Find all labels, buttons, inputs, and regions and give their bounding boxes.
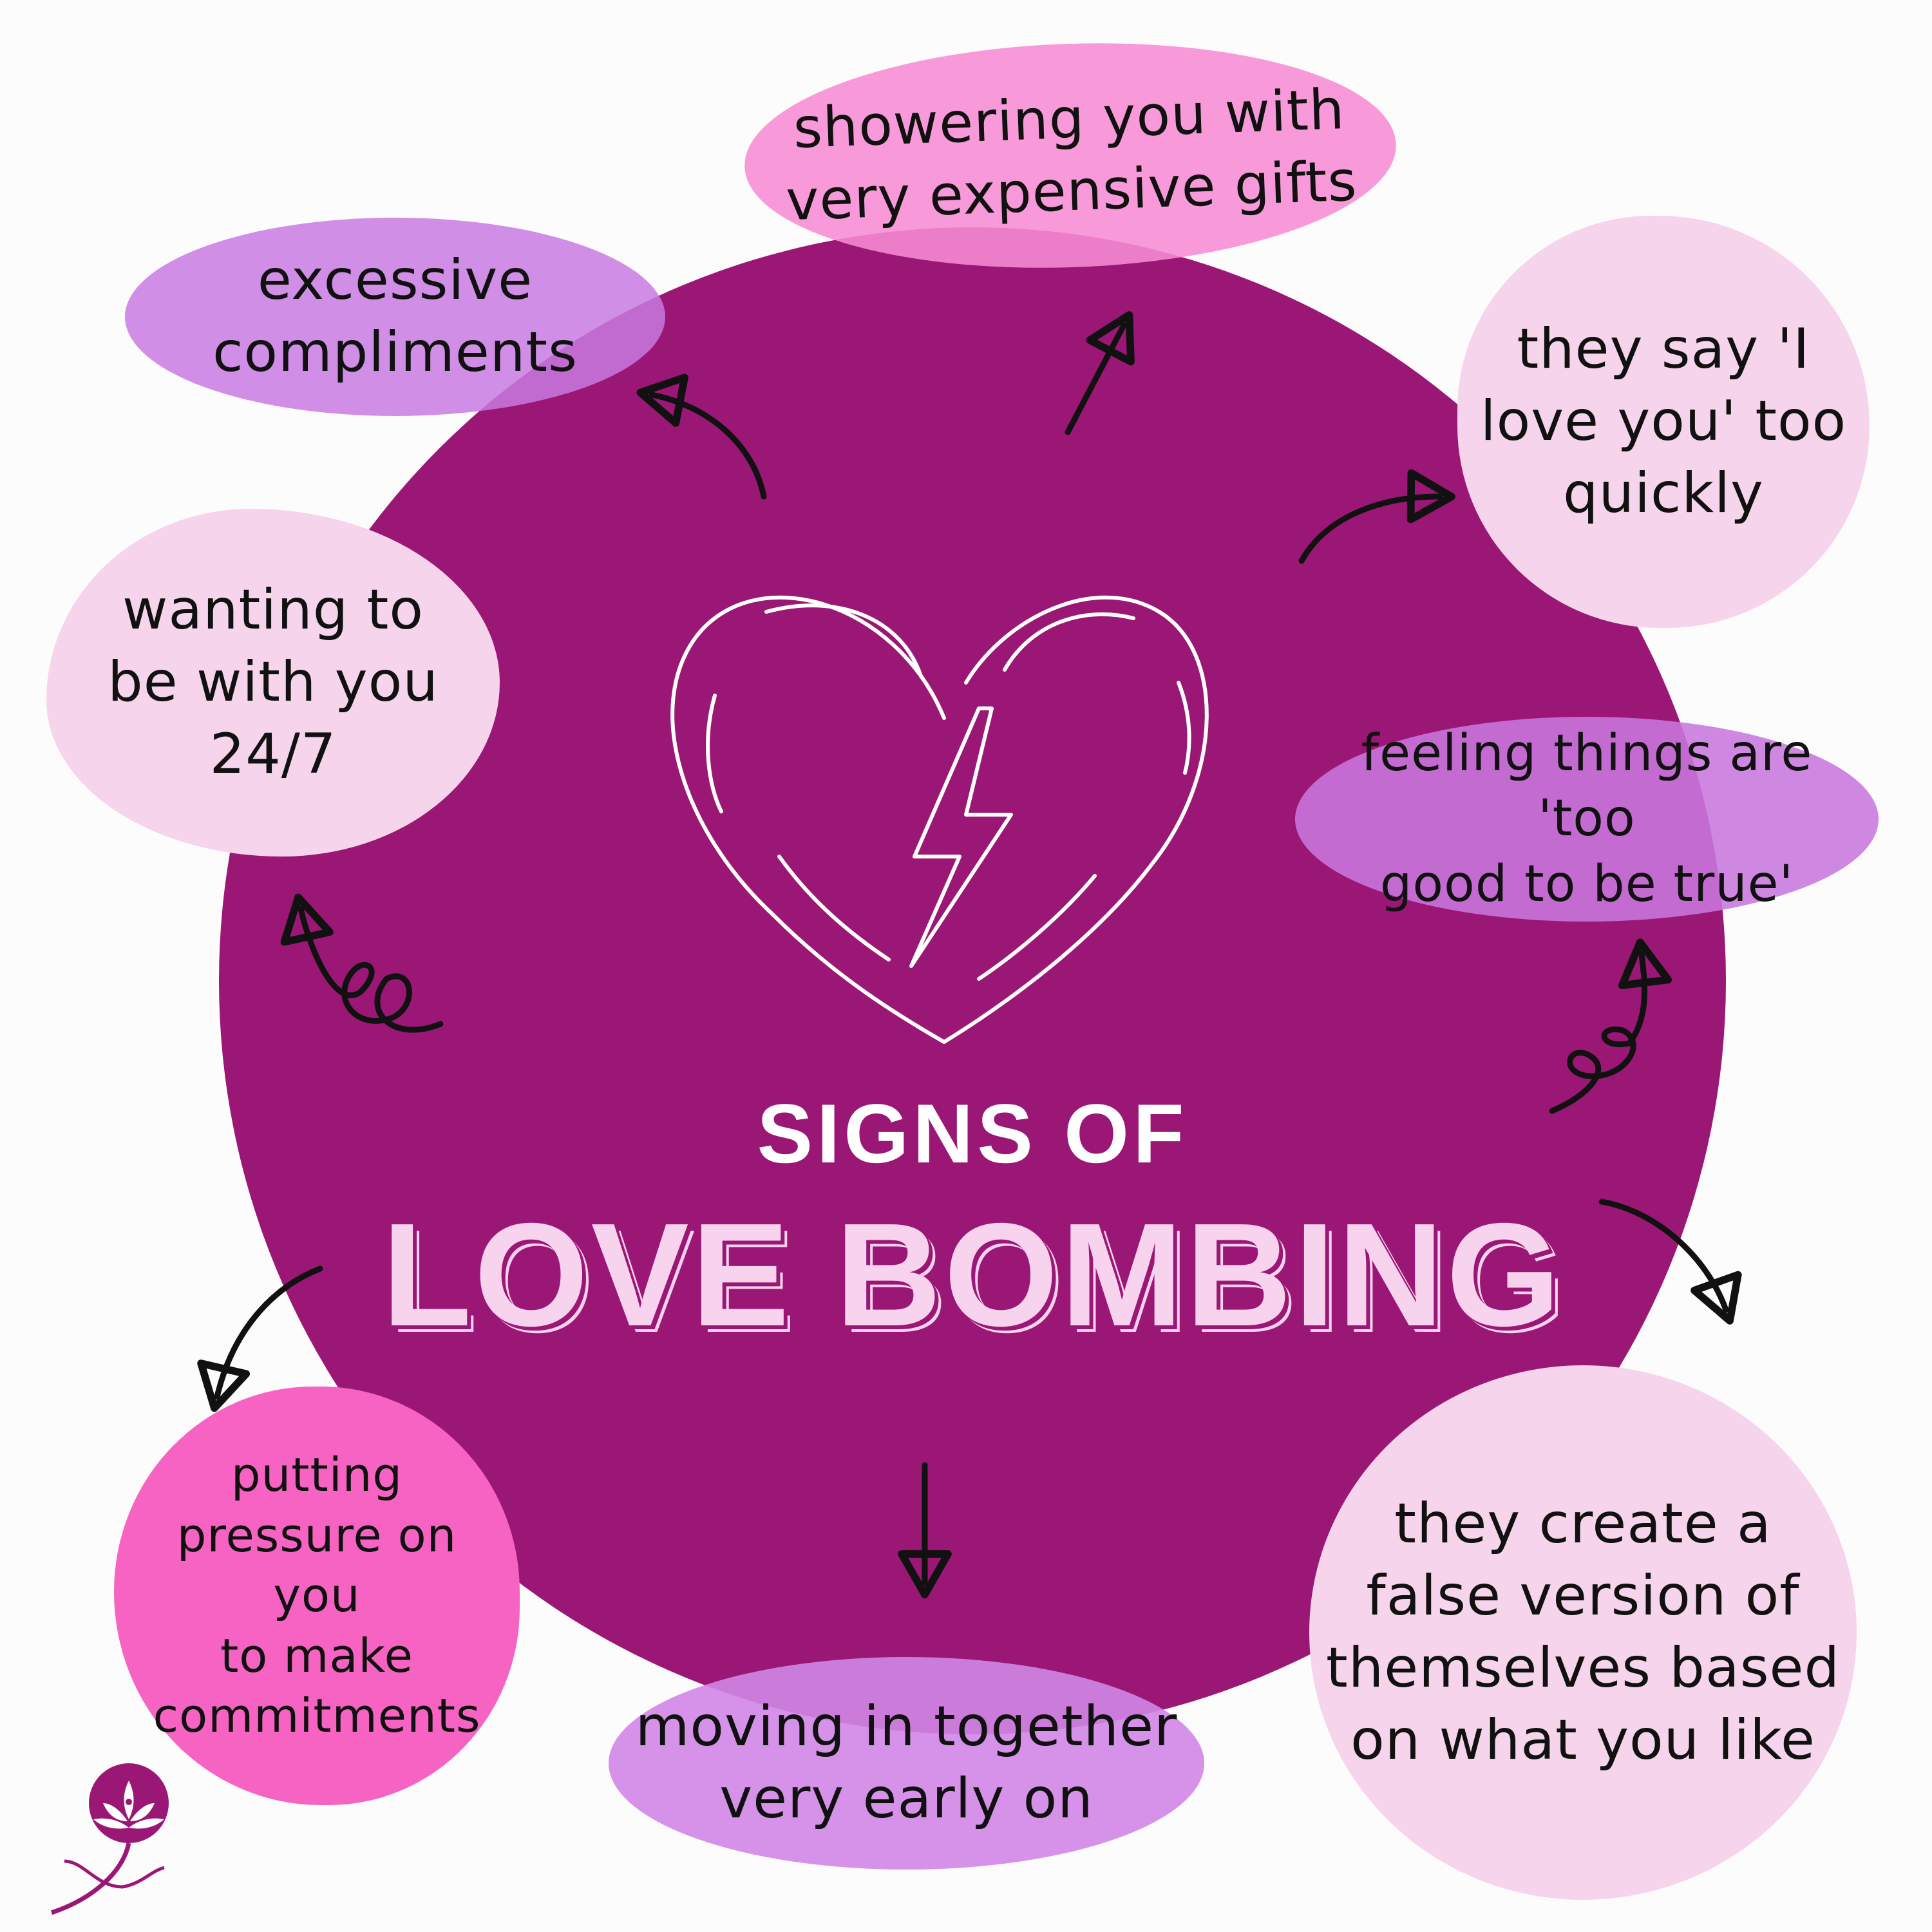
broken-heart-icon <box>670 595 1209 1044</box>
sign-text: feeling things are 'too good to be true' <box>1361 724 1813 913</box>
title-love-bombing: LOVE BOMBING <box>381 1193 1564 1357</box>
sign-pressure-commitments: putting pressure on you to make commitme… <box>114 1387 520 1805</box>
arrow-wanting <box>280 893 444 1033</box>
arrow-false-version <box>1598 1198 1742 1325</box>
sign-excessive-compliments: excessive compliments <box>125 218 665 416</box>
sign-say-love-quickly: they say 'I love you' too quickly <box>1457 216 1870 628</box>
title-signs-of: SIGNS OF <box>757 1086 1188 1180</box>
arrow-feeling <box>1549 938 1672 1114</box>
sign-text: showering you with very expensive gifts <box>784 77 1359 233</box>
arrow-showering <box>1065 311 1135 435</box>
arrow-say-love <box>1298 469 1455 564</box>
sign-too-good-to-be-true: feeling things are 'too good to be true' <box>1295 717 1879 922</box>
arrow-pressure <box>197 1265 323 1412</box>
sign-moving-in-early: moving in together very early on <box>609 1657 1204 1870</box>
sign-text: wanting to be with you 24/7 <box>108 578 439 786</box>
sign-text: putting pressure on you to make commitme… <box>153 1448 481 1743</box>
sign-wanting-24-7: wanting to be with you 24/7 <box>46 509 500 857</box>
arrow-excessive <box>636 374 767 500</box>
sign-text: they create a false version of themselve… <box>1325 1492 1841 1772</box>
sign-text: excessive compliments <box>213 248 578 384</box>
lotus-logo-icon <box>50 1763 169 1915</box>
sign-text: they say 'I love you' too quickly <box>1480 317 1847 526</box>
sign-text: moving in together very early on <box>635 1694 1178 1831</box>
sign-false-version: they create a false version of themselve… <box>1309 1365 1857 1900</box>
